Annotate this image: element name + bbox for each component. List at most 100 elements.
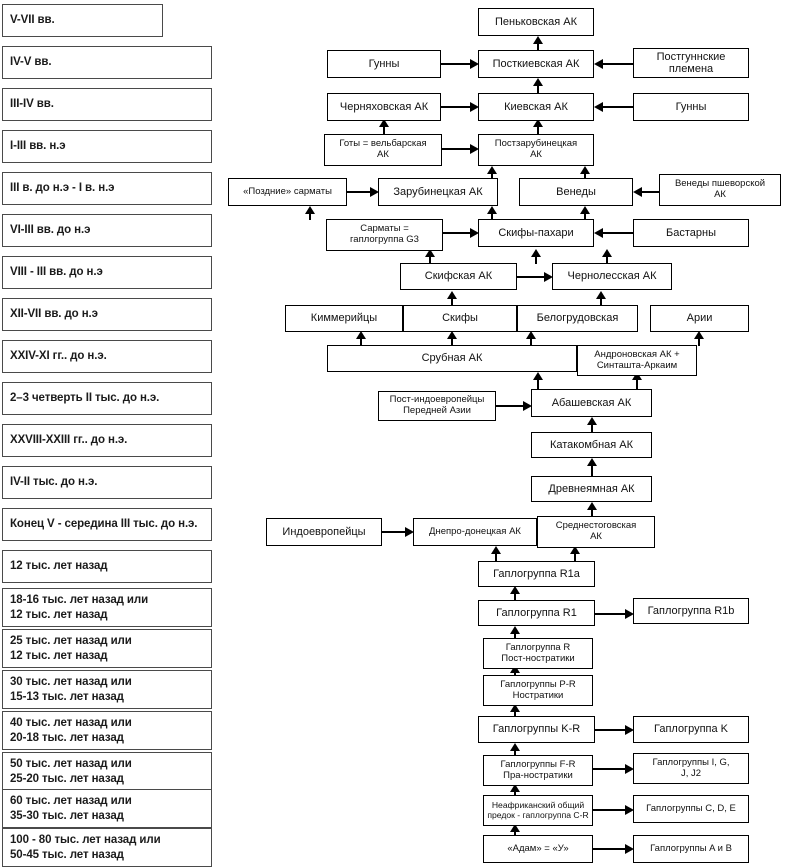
node-indoevropeitsy: Индоевропейцы [266, 518, 382, 546]
arrow-sarmaty-g3-to-pozdnie-sarmaty [303, 206, 317, 220]
node-srednestogovsk-line-0: Среднестоговская [555, 520, 637, 532]
timeline-period-1: IV-V вв. [2, 46, 212, 79]
arrow-hg-fr-pra-to-hg-igj [593, 762, 634, 776]
node-katakombnaya: Катакомбная АК [531, 432, 652, 458]
arrow-head-icon [625, 764, 634, 774]
arrow-goty-velbark-to-postzarubinetsk [442, 142, 479, 156]
arrow-hg-kr-to-hg-k [595, 723, 634, 737]
arrow-shaft [529, 337, 533, 346]
arrow-head-icon [533, 119, 543, 127]
arrow-head-icon [632, 372, 642, 380]
arrow-head-icon [596, 291, 606, 299]
arrow-shaft [443, 231, 472, 235]
arrow-shaft [601, 231, 634, 235]
arrow-abashevskaya-to-srubnaya-ak [531, 372, 545, 390]
arrow-head-icon [510, 704, 520, 712]
node-andronovskaya: Андроновская АК +Синташта-Аркаим [577, 345, 697, 376]
arrow-head-icon [523, 401, 532, 411]
timeline-period-2: III-IV вв. [2, 88, 212, 121]
arrow-head-icon [510, 784, 520, 792]
timeline-period-11: IV-II тыс. до н.э. [2, 466, 212, 499]
arrow-head-icon [510, 824, 520, 832]
node-hg-cde-line-0: Гаплогруппы C, D, E [646, 802, 736, 814]
node-post-ie-aziya-line-1: Передней Азии [403, 405, 471, 416]
timeline-period-7: XII-VII вв. до н.э [2, 298, 212, 331]
arrow-shaft [496, 404, 525, 408]
node-kimmeriitsy-line-0: Киммерийцы [310, 312, 378, 325]
timeline-period-9-line-0: 2–3 четверть II тыс. до н.э. [10, 392, 160, 405]
timeline-period-17-line-0: 40 тыс. лет назад или [10, 717, 132, 730]
timeline-period-10: XXVIII-XXIII гг.. до н.э. [2, 424, 212, 457]
arrow-head-icon [470, 59, 479, 69]
node-indoevropeitsy-line-0: Индоевропейцы [282, 525, 366, 538]
timeline-period-8: XXIV-XI гг.. до н.э. [2, 340, 212, 373]
node-venedy-pshevorsk-line-0: Венеды пшеворской [674, 178, 766, 190]
node-hg-r-post-line-1: Пост-ностратики [501, 652, 575, 664]
arrow-head-icon [487, 206, 497, 214]
arrow-head-icon [370, 187, 379, 197]
arrow-shaft [450, 297, 454, 306]
arrow-adam-y-to-hg-ab [593, 842, 634, 856]
node-dnepro-donetsk: Днепро-донецкая АК [413, 518, 537, 546]
node-adam-y: «Адам» = «У» [483, 835, 593, 863]
node-hg-r1-line-0: Гаплогруппа R1 [496, 606, 577, 619]
node-gunny-top: Гунны [327, 50, 441, 78]
arrow-shaft [536, 42, 540, 51]
arrow-head-icon [510, 586, 520, 594]
node-skifskaya-ak-line-0: Скифская АК [424, 270, 493, 283]
arrow-head-icon [580, 206, 590, 214]
arrow-head-icon [533, 36, 543, 44]
node-chernolesskaya-line-0: Чернолесская АК [567, 270, 657, 283]
node-goty-velbark-line-1: АК [377, 149, 389, 160]
node-postgunn-plemena-line-1: племена [668, 63, 714, 75]
arrow-shaft [590, 464, 594, 477]
arrow-shaft [534, 255, 538, 264]
arrow-srubnaya-ak-to-belogrudovskaya [524, 331, 538, 346]
node-kievskaya-line-0: Киевская АК [504, 100, 568, 113]
arrow-head-icon [470, 144, 479, 154]
arrow-gunny-2-to-kievskaya [594, 100, 634, 114]
arrow-head-icon [580, 166, 590, 174]
arrow-shaft [308, 212, 312, 220]
node-pozdnie-sarmaty-line-0: «Поздние» сарматы [243, 185, 332, 197]
arrow-shaft [513, 710, 517, 716]
arrow-neafrik-cr-to-hg-cde [593, 803, 634, 817]
arrow-head-icon [625, 844, 634, 854]
arrow-shaft [441, 62, 472, 66]
arrow-shaft [382, 530, 407, 534]
arrow-katakombnaya-to-abashevskaya [585, 417, 599, 433]
arrow-head-icon [470, 228, 479, 238]
node-bastarny: Бастарны [633, 219, 749, 247]
arrow-shaft [599, 297, 603, 306]
node-sarmaty-g3-line-0: Сарматы = [360, 223, 409, 235]
arrow-gunny-top-to-postkievskaya [441, 57, 479, 71]
arrow-head-icon [510, 626, 520, 634]
node-gunny-2-line-0: Гунны [675, 100, 707, 113]
arrow-head-icon [379, 119, 389, 127]
arrow-srubnaya-ak-to-skify [445, 331, 459, 346]
arrow-head-icon [526, 331, 536, 339]
arrow-head-icon [447, 291, 457, 299]
node-hg-kr: Гаплогруппы K-R [478, 716, 595, 743]
arrow-head-icon [533, 78, 543, 86]
arrow-head-icon [305, 206, 315, 214]
arrow-head-icon [594, 102, 603, 112]
node-hg-igj: Гаплогруппы I, G,J, J2 [633, 753, 749, 784]
timeline-period-19-line-1: 35-30 тыс. лет назад [10, 809, 124, 822]
arrow-pozdnie-sarmaty-to-zarubinetskaya [347, 185, 379, 199]
arrow-head-icon [356, 331, 366, 339]
timeline-period-12: Конец V - середина III тыс. до н.э. [2, 508, 212, 541]
node-penkovskaya-line-0: Пеньковская АК [494, 15, 578, 28]
arrow-shaft [513, 671, 517, 676]
node-hg-r1b-line-0: Гаплогруппа R1b [647, 604, 735, 617]
node-sarmaty-g3: Сарматы =гаплогруппа G3 [326, 219, 443, 251]
arrow-shaft [494, 552, 498, 562]
